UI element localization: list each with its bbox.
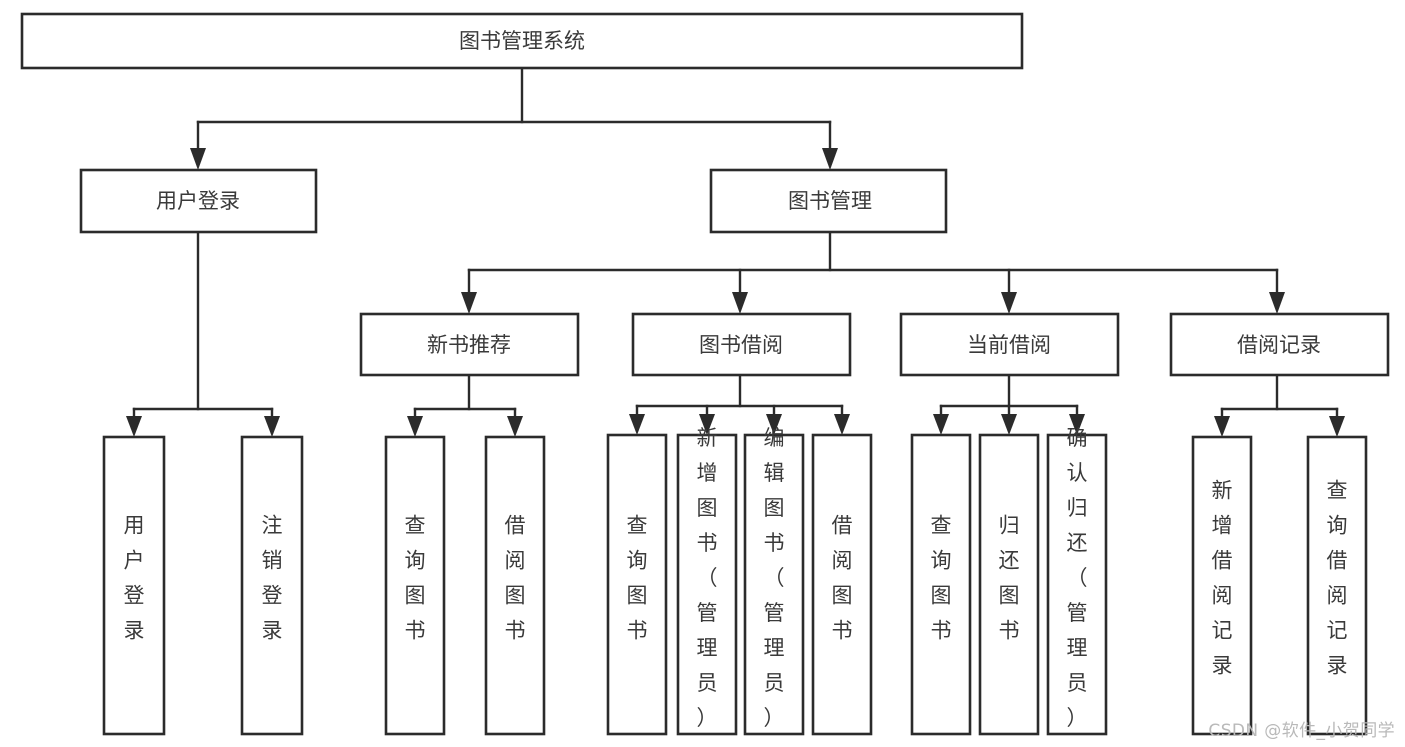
node-user-login-box[interactable]	[79, 168, 318, 234]
leaf-book-borrow-3-box[interactable]	[743, 433, 805, 736]
leaf-borrow-record-1[interactable]: 新增借阅记录	[1191, 435, 1253, 736]
arrow-borrow-record-leaf1	[1214, 416, 1230, 437]
arrow-current-borrow-leaf3	[1069, 414, 1085, 435]
leaf-borrow-record-2[interactable]: 查询借阅记录	[1306, 435, 1368, 736]
leaf-current-borrow-3-box[interactable]	[1046, 433, 1108, 736]
leaf-book-borrow-2-label: 新增图书（管理员）	[697, 426, 718, 730]
leaf-current-borrow-1-label: 查询图书	[931, 514, 952, 643]
arrow-to-current-borrow	[1001, 292, 1017, 314]
arrow-to-book-borrow	[732, 292, 748, 314]
leaf-new-book-2[interactable]: 借阅图书	[484, 435, 546, 736]
leaf-current-borrow-2[interactable]: 归还图书	[978, 433, 1040, 736]
arrow-new-book-leaf2	[507, 416, 523, 437]
leaf-book-borrow-1-box[interactable]	[606, 433, 668, 736]
node-book-management-label: 图书管理	[788, 189, 872, 213]
leaf-borrow-record-2-box[interactable]	[1306, 435, 1368, 736]
node-book-borrow-box[interactable]	[631, 312, 852, 377]
node-user-login-label: 用户登录	[156, 189, 240, 213]
arrow-to-user-login	[190, 148, 206, 170]
leaf-user-login-2[interactable]: 注销登录	[240, 435, 304, 736]
leaf-user-login-2-box[interactable]	[240, 435, 304, 736]
arrow-user-login-leaf1	[126, 416, 142, 437]
arrow-user-login-leaf2	[264, 416, 280, 437]
leaf-book-borrow-4-label: 借阅图书	[832, 514, 853, 643]
leaf-new-book-2-label: 借阅图书	[505, 514, 526, 643]
arrow-book-borrow-leaf1	[629, 414, 645, 435]
node-borrow-record-label: 借阅记录	[1237, 333, 1321, 357]
leaf-current-borrow-2-box[interactable]	[978, 433, 1040, 736]
leaf-new-book-1[interactable]: 查询图书	[384, 435, 446, 736]
leaf-book-borrow-4[interactable]: 借阅图书	[811, 433, 873, 736]
leaf-current-borrow-2-label: 归还图书	[999, 514, 1020, 643]
connector-group-root-to-level2	[190, 66, 838, 170]
arrow-current-borrow-leaf1	[933, 414, 949, 435]
leaf-new-book-1-box[interactable]	[384, 435, 446, 736]
arrow-to-book-mgmt	[822, 148, 838, 170]
leaf-book-borrow-3-label: 编辑图书（管理员）	[764, 426, 785, 730]
leaf-new-book-1-label: 查询图书	[405, 514, 426, 643]
leaf-new-book-2-box[interactable]	[484, 435, 546, 736]
leaf-current-borrow-1[interactable]: 查询图书	[910, 433, 972, 736]
arrow-new-book-leaf1	[407, 416, 423, 437]
leaf-user-login-1-label: 用户登录	[124, 514, 145, 643]
node-book-management-box[interactable]	[709, 168, 948, 234]
leaf-user-login-2-label: 注销登录	[262, 514, 283, 643]
connector-group-borrow-record-to-leaves	[1214, 373, 1345, 437]
node-current-borrow[interactable]: 当前借阅	[899, 312, 1120, 377]
connector-group-user-login-to-leaves	[126, 230, 280, 437]
arrow-current-borrow-leaf2	[1001, 414, 1017, 435]
arrow-to-new-book	[461, 292, 477, 314]
leaf-book-borrow-4-box[interactable]	[811, 433, 873, 736]
connector-group-new-book-to-leaves	[407, 373, 523, 437]
leaf-borrow-record-1-label: 新增借阅记录	[1212, 479, 1233, 678]
leaf-book-borrow-2[interactable]: 新增图书（管理员）	[676, 426, 738, 736]
leaf-book-borrow-3[interactable]: 编辑图书（管理员）	[743, 426, 805, 736]
leaf-user-login-1[interactable]: 用户登录	[102, 435, 166, 736]
node-user-login[interactable]: 用户登录	[79, 168, 318, 234]
node-borrow-record[interactable]: 借阅记录	[1169, 312, 1390, 377]
node-new-book-recommend-box[interactable]	[359, 312, 580, 377]
leaf-current-borrow-3[interactable]: 确认归还（管理员）	[1046, 426, 1108, 736]
arrow-to-borrow-record	[1269, 292, 1285, 314]
node-current-borrow-box[interactable]	[899, 312, 1120, 377]
arrow-borrow-record-leaf2	[1329, 416, 1345, 437]
arrow-book-borrow-leaf2	[699, 414, 715, 435]
connector-group-current-borrow-to-leaves	[933, 373, 1085, 435]
leaf-book-borrow-2-box[interactable]	[676, 433, 738, 736]
node-new-book-recommend-label: 新书推荐	[427, 333, 511, 357]
node-book-borrow-label: 图书借阅	[699, 333, 783, 357]
leaf-current-borrow-1-box[interactable]	[910, 433, 972, 736]
leaf-book-borrow-1[interactable]: 查询图书	[606, 433, 668, 736]
node-borrow-record-box[interactable]	[1169, 312, 1390, 377]
watermark-text: CSDN @软件_小贺同学	[1208, 721, 1395, 741]
leaf-borrow-record-1-box[interactable]	[1191, 435, 1253, 736]
node-root-box[interactable]	[20, 12, 1024, 70]
node-root-label: 图书管理系统	[459, 29, 585, 53]
connector-group-book-mgmt-to-level3	[461, 230, 1285, 314]
leaf-current-borrow-3-label: 确认归还（管理员）	[1067, 426, 1088, 730]
leaf-user-login-1-box[interactable]	[102, 435, 166, 736]
arrow-book-borrow-leaf4	[834, 414, 850, 435]
connector-group-book-borrow-to-leaves	[629, 373, 850, 435]
node-book-borrow[interactable]: 图书借阅	[631, 312, 852, 377]
node-new-book-recommend[interactable]: 新书推荐	[359, 312, 580, 377]
node-current-borrow-label: 当前借阅	[967, 333, 1051, 357]
node-root[interactable]: 图书管理系统	[20, 12, 1024, 70]
arrow-book-borrow-leaf3	[766, 414, 782, 435]
node-book-management[interactable]: 图书管理	[709, 168, 948, 234]
leaf-borrow-record-2-label: 查询借阅记录	[1327, 479, 1348, 678]
leaf-book-borrow-1-label: 查询图书	[627, 514, 648, 643]
